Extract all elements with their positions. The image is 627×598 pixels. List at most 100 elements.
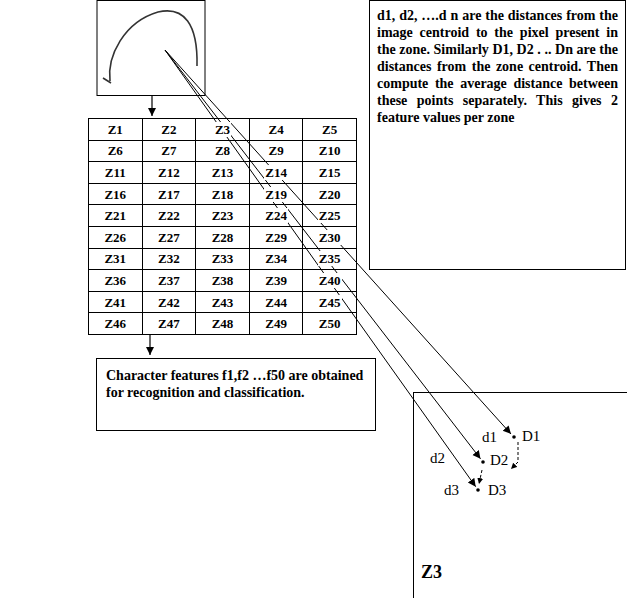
zone-cell: Z29 <box>249 226 304 249</box>
zone-cell: Z44 <box>249 291 304 314</box>
zone-label: Z6 <box>107 143 124 158</box>
zone-cell: Z9 <box>249 140 304 163</box>
flow-arrow <box>151 96 152 116</box>
zone-label: Z44 <box>264 295 288 310</box>
zone-label: Z31 <box>103 251 127 266</box>
result-box: Character features f1,f2 …f50 are obtain… <box>96 358 376 431</box>
zone-label: Z35 <box>318 251 342 266</box>
zone-cell: Z16 <box>88 183 143 206</box>
zone-label: Z29 <box>264 230 288 245</box>
zone-label: Z42 <box>157 295 181 310</box>
point-label: D3 <box>488 482 506 499</box>
zone-label: Z11 <box>104 165 127 180</box>
zone-cell: Z19 <box>249 183 304 206</box>
zone-cell: Z6 <box>88 140 143 163</box>
zone-cell: Z34 <box>249 248 304 271</box>
pixel-dot <box>512 435 516 439</box>
zone-label: Z7 <box>160 143 177 158</box>
zone-cell: Z14 <box>249 161 304 184</box>
zone-cell: Z1 <box>88 118 143 141</box>
zone-cell: Z5 <box>302 118 357 141</box>
pixel-dot <box>476 488 480 492</box>
note-box: d1, d2, ….d n are the distances from the… <box>369 0 626 270</box>
zone-cell: Z49 <box>249 312 304 335</box>
zone-cell: Z12 <box>142 161 197 184</box>
zone-label: Z12 <box>157 165 181 180</box>
zone-cell: Z24 <box>249 204 304 227</box>
zone-label: Z22 <box>157 208 181 223</box>
zone-label: Z34 <box>264 251 288 266</box>
zone-label: Z45 <box>318 295 342 310</box>
zone-label: Z10 <box>318 143 342 158</box>
zone-cell: Z40 <box>302 269 357 292</box>
zone-cell: Z35 <box>302 248 357 271</box>
zone-label: Z32 <box>157 251 181 266</box>
zone-cell: Z11 <box>88 161 143 184</box>
zone-cell: Z22 <box>142 204 197 227</box>
zone-cell: Z47 <box>142 312 197 335</box>
zone-label: Z47 <box>157 316 181 331</box>
point-label: D1 <box>522 428 540 445</box>
zone-label: Z50 <box>318 316 342 331</box>
body-text: d1, d2, ….d n are the distances from the… <box>377 7 618 126</box>
zone-cell: Z28 <box>195 226 250 249</box>
zone-label: Z20 <box>318 187 342 202</box>
zone-label: Z3 <box>214 122 231 137</box>
zone-label: Z4 <box>268 122 285 137</box>
zone-cell: Z13 <box>195 161 250 184</box>
zone-cell: Z27 <box>142 226 197 249</box>
zone-label: Z37 <box>157 273 181 288</box>
zone-cell: Z8 <box>195 140 250 163</box>
zone-label: Z26 <box>103 230 127 245</box>
zone-label: Z8 <box>214 143 231 158</box>
zone-label: Z24 <box>264 208 288 223</box>
dashed-arrow <box>511 442 518 469</box>
zone-cell: Z23 <box>195 204 250 227</box>
zone-label: Z5 <box>321 122 338 137</box>
zone-label: Z48 <box>211 316 235 331</box>
zone-label: Z1 <box>107 122 124 137</box>
zone-label: Z36 <box>103 273 127 288</box>
zone-name: Z3 <box>421 563 442 583</box>
zone-label: Z41 <box>103 295 127 310</box>
zone-cell: Z15 <box>302 161 357 184</box>
dashed-arrow <box>479 470 482 484</box>
zone-cell: Z48 <box>195 312 250 335</box>
zone-label: Z28 <box>211 230 235 245</box>
zone-label: Z43 <box>211 295 235 310</box>
point-label: d2 <box>430 450 445 467</box>
zone-cell: Z3 <box>195 118 250 141</box>
zone-box: d1D1d2D2d3D3Z3 <box>413 392 627 598</box>
zone-cell: Z39 <box>249 269 304 292</box>
zone-cell: Z2 <box>142 118 197 141</box>
zone-cell: Z50 <box>302 312 357 335</box>
zone-label: Z16 <box>103 187 127 202</box>
zone-label: Z18 <box>211 187 235 202</box>
zone-label: Z39 <box>264 273 288 288</box>
zone-cell: Z45 <box>302 291 357 314</box>
zone-cell: Z46 <box>88 312 143 335</box>
zone-label: Z23 <box>211 208 235 223</box>
zone-label: Z21 <box>103 208 127 223</box>
zone-cell: Z36 <box>88 269 143 292</box>
zone-cell: Z26 <box>88 226 143 249</box>
pixel-dot <box>481 460 485 464</box>
zone-cell: Z43 <box>195 291 250 314</box>
zone-label: Z27 <box>157 230 181 245</box>
body-text: Character features f1,f2 …f50 are obtain… <box>106 367 366 401</box>
zone-label: Z2 <box>160 122 177 137</box>
zone-label: Z14 <box>264 165 288 180</box>
zone-cell: Z38 <box>195 269 250 292</box>
zone-label: Z9 <box>268 143 285 158</box>
zone-cell: Z20 <box>302 183 357 206</box>
zone-cell: Z17 <box>142 183 197 206</box>
zone-label: Z40 <box>318 273 342 288</box>
zone-cell: Z4 <box>249 118 304 141</box>
zone-cell: Z32 <box>142 248 197 271</box>
zone-label: Z38 <box>211 273 235 288</box>
zone-label: Z46 <box>103 316 127 331</box>
zone-cell: Z42 <box>142 291 197 314</box>
zone-cell: Z7 <box>142 140 197 163</box>
zone-label: Z49 <box>264 316 288 331</box>
zone-cell: Z41 <box>88 291 143 314</box>
